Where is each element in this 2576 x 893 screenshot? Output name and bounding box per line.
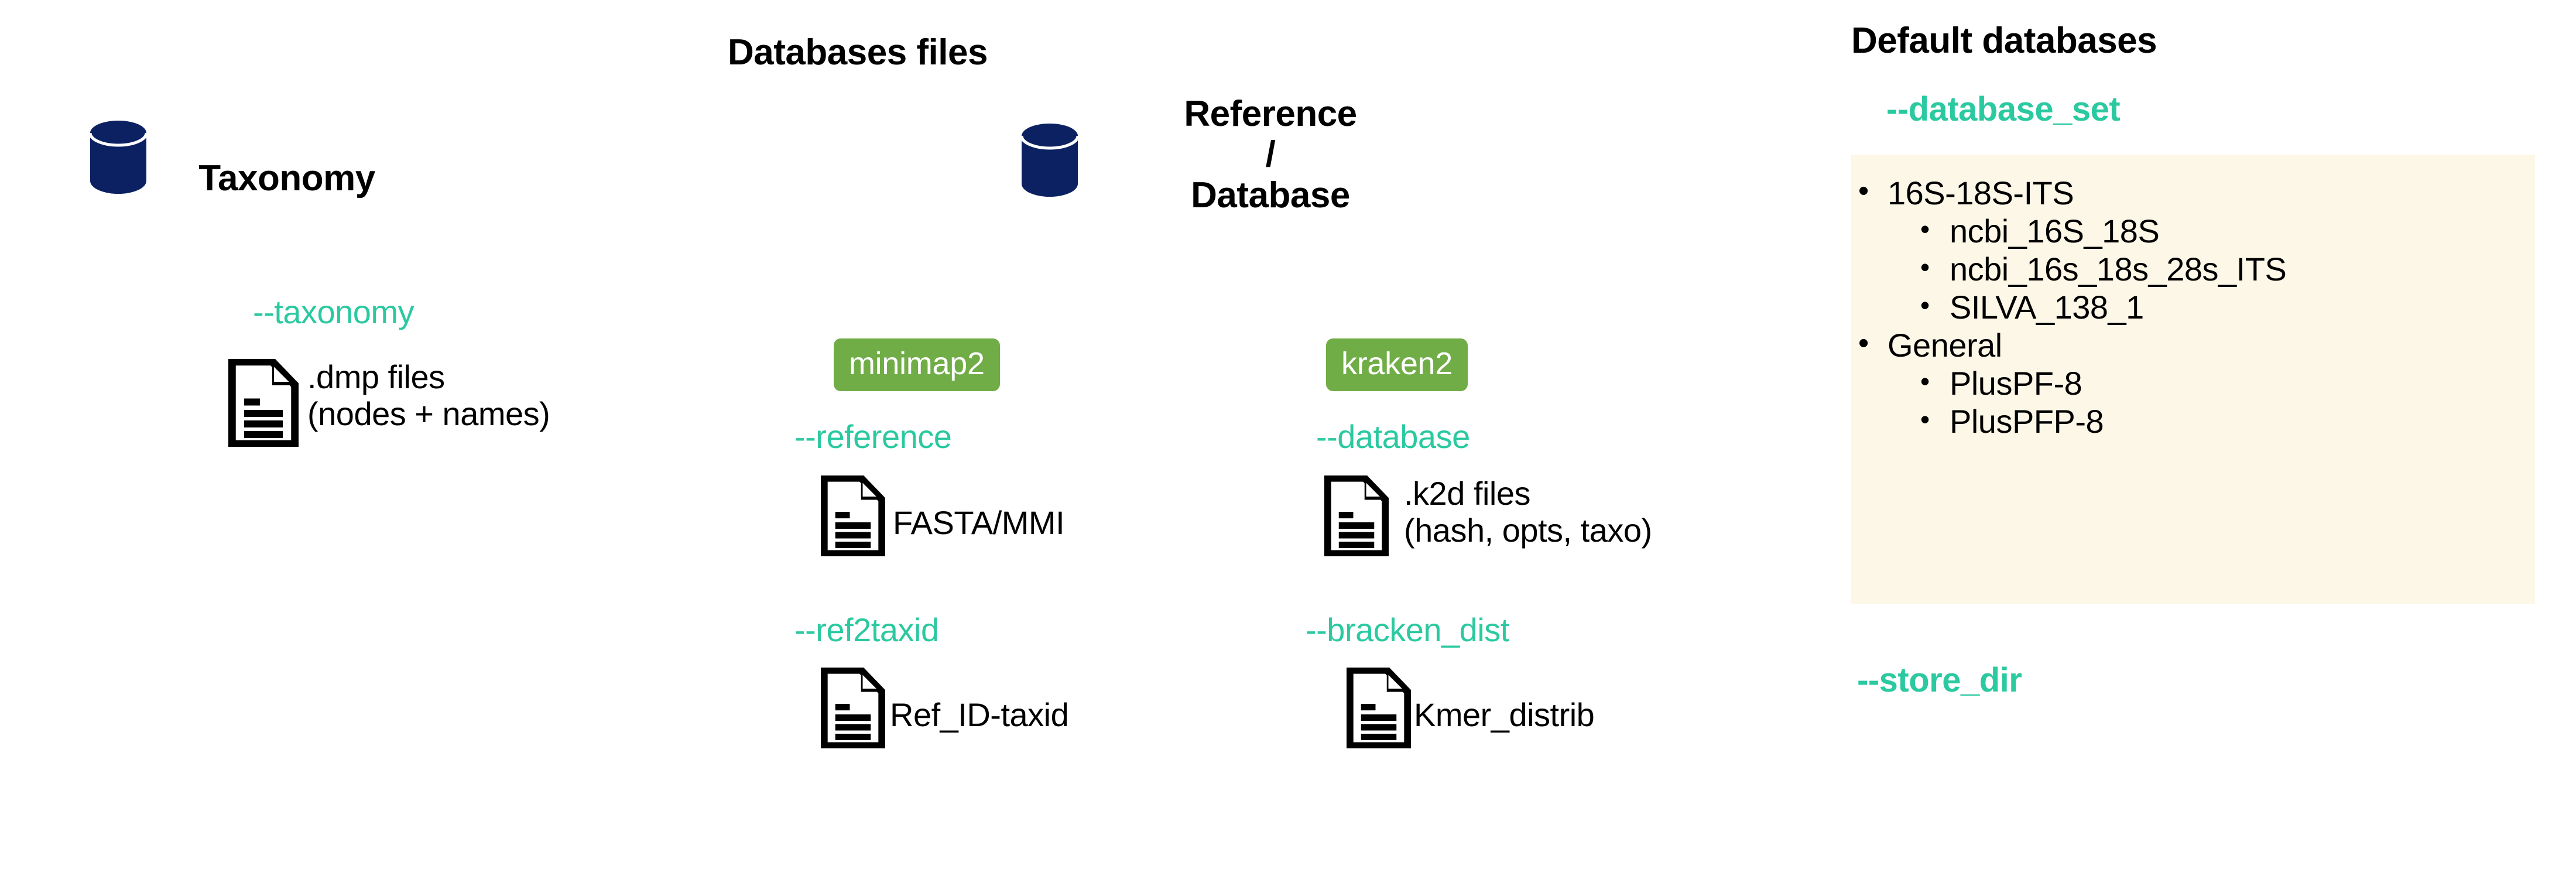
flag-store-dir: --store_dir xyxy=(1857,661,2022,699)
list-item: ncbi_16s_18s_28s_ITS xyxy=(1851,251,2535,289)
document-file-icon xyxy=(1347,668,1411,748)
list-item: PlusPFP-8 xyxy=(1851,403,2535,441)
database-cylinder-icon xyxy=(89,120,148,196)
list-item: SILVA_138_1 xyxy=(1851,289,2535,327)
list-item: PlusPF-8 xyxy=(1851,365,2535,403)
flag-reference: --reference xyxy=(794,418,952,455)
flag-database: --database xyxy=(1316,418,1470,455)
document-file-icon xyxy=(821,475,885,556)
reference-database-node-title: Reference / Database xyxy=(1184,94,1357,215)
database-cylinder-icon xyxy=(1020,123,1079,199)
caption-k2d-files: .k2d files (hash, opts, taxo) xyxy=(1404,475,1652,549)
list-item: 16S-18S-ITS xyxy=(1851,173,2535,213)
taxonomy-node-title: Taxonomy xyxy=(198,158,375,199)
caption-fasta-mmi: FASTA/MMI xyxy=(893,504,1065,541)
heading-default-databases: Default databases xyxy=(1851,20,2157,61)
tool-pill-kraken2-label: kraken2 xyxy=(1326,338,1468,391)
caption-dmp-files: .dmp files (nodes + names) xyxy=(307,358,550,432)
default-databases-panel: 16S-18S-ITS ncbi_16S_18S ncbi_16s_18s_28… xyxy=(1851,155,2535,604)
document-file-icon xyxy=(821,668,885,748)
list-item: ncbi_16S_18S xyxy=(1851,213,2535,251)
caption-ref-id-taxid: Ref_ID-taxid xyxy=(890,696,1069,733)
caption-kmer-distrib: Kmer_distrib xyxy=(1414,696,1595,733)
document-file-icon xyxy=(1324,475,1389,556)
flag-ref2taxid: --ref2taxid xyxy=(794,611,939,648)
flag-bracken-dist: --bracken_dist xyxy=(1306,611,1509,648)
flag-database-set: --database_set xyxy=(1886,90,2121,128)
document-file-icon xyxy=(228,359,299,447)
list-item: General xyxy=(1851,326,2535,365)
tool-pill-minimap2[interactable]: minimap2 xyxy=(834,338,1000,391)
heading-databases-files: Databases files xyxy=(728,32,988,73)
tool-pill-kraken2[interactable]: kraken2 xyxy=(1326,338,1468,391)
default-databases-list: 16S-18S-ITS ncbi_16S_18S ncbi_16s_18s_28… xyxy=(1851,173,2535,441)
tool-pill-minimap2-label: minimap2 xyxy=(834,338,1000,391)
flag-taxonomy: --taxonomy xyxy=(253,293,415,330)
